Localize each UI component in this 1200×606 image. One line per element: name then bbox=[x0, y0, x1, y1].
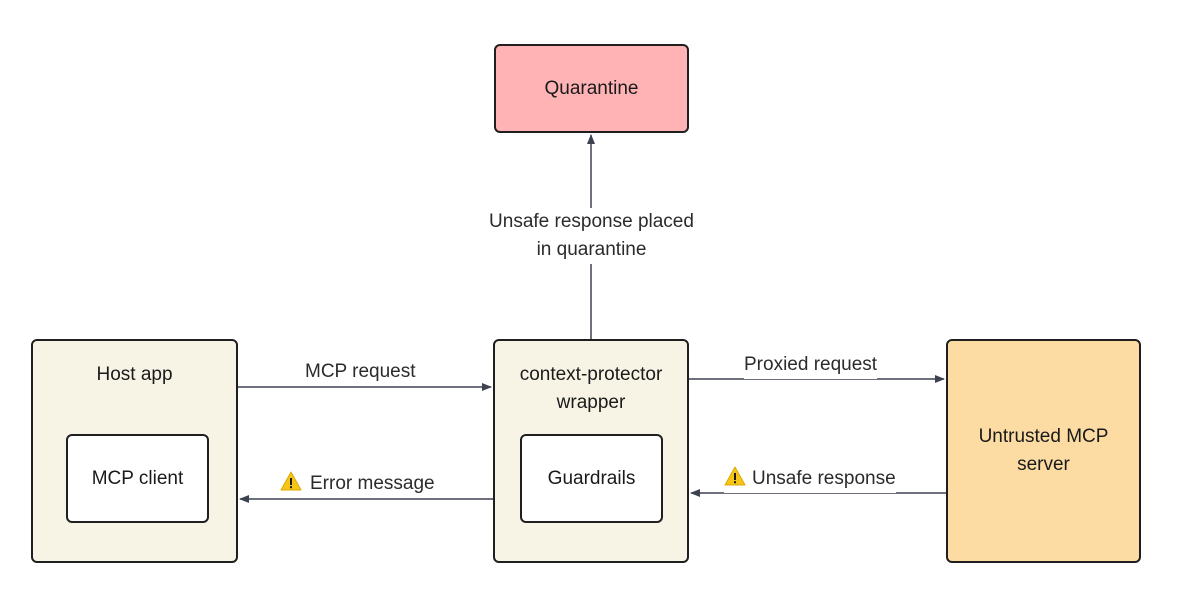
unsafe-response-text: Unsafe response bbox=[752, 468, 896, 489]
wrapper-title: context-protector wrapper bbox=[519, 364, 663, 413]
host-app-title: Host app bbox=[96, 364, 173, 385]
edge-label-unsafe-response: Unsafe response bbox=[724, 465, 896, 493]
edge-label-unsafe-response-quarantine: Unsafe response placed in quarantine bbox=[480, 208, 703, 264]
guardrails-node: Guardrails bbox=[520, 434, 663, 523]
untrusted-server-label: Untrusted MCP server bbox=[978, 426, 1109, 475]
edge-label-proxied-request: Proxied request bbox=[744, 351, 878, 379]
edge-label-error-message: Error message bbox=[280, 470, 435, 498]
quarantine-label: Quarantine bbox=[544, 77, 639, 99]
warning-icon bbox=[280, 471, 302, 491]
quarantine-node: Quarantine bbox=[494, 44, 689, 133]
mcp-client-node: MCP client bbox=[66, 434, 209, 523]
mcp-client-label: MCP client bbox=[91, 467, 184, 489]
warning-icon bbox=[724, 466, 746, 486]
untrusted-mcp-server-node: Untrusted MCP server bbox=[946, 339, 1141, 563]
guardrails-label: Guardrails bbox=[547, 467, 636, 489]
edge-label-mcp-request: MCP request bbox=[305, 358, 416, 386]
error-message-text: Error message bbox=[310, 473, 435, 494]
